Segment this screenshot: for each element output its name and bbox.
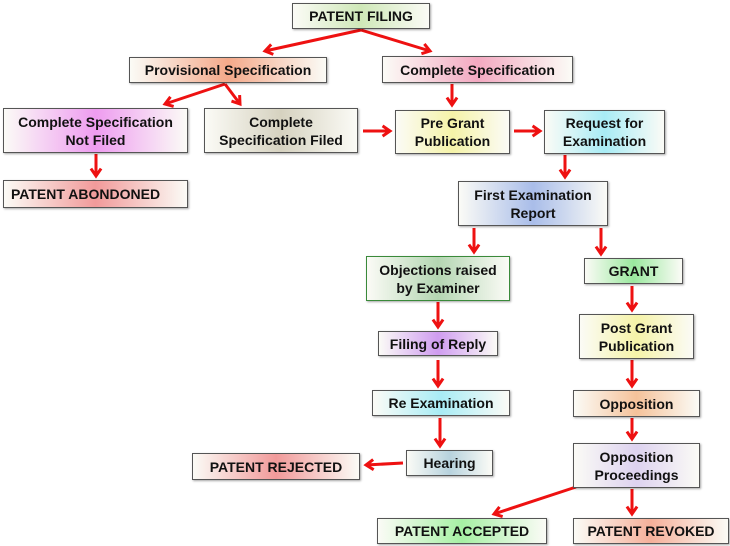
arrow-grant-to-post_grant	[625, 286, 639, 313]
node-filing-of-reply: Filing of Reply	[378, 331, 498, 356]
arrow-provisional-to-filed	[223, 83, 242, 107]
arrow-fer-to-grant	[594, 228, 608, 257]
node-patent-filing: PATENT FILING	[292, 3, 430, 29]
arrowhead-icon	[467, 243, 481, 255]
arrow-fer-to-objections	[467, 228, 481, 255]
arrow-re_exam-to-hearing	[433, 418, 447, 449]
node-opposition: Opposition	[573, 390, 700, 417]
arrow-opposition-to-proceedings	[625, 418, 639, 442]
node-re-examination: Re Examination	[372, 390, 510, 416]
arrowhead-icon	[230, 94, 242, 107]
arrowhead-icon	[625, 377, 639, 389]
node-post-grant-publication: Post Grant Publication	[579, 314, 694, 359]
arrowhead-icon	[431, 318, 445, 330]
node-request-for-examination: Request for Examination	[544, 110, 665, 154]
arrowhead-icon	[420, 43, 433, 56]
arrowhead-icon	[431, 377, 445, 389]
arrowhead-icon	[594, 245, 608, 257]
node-complete-specification-not-filed: Complete Specification Not Filed	[3, 108, 188, 153]
arrow-post_grant-to-opposition	[625, 360, 639, 389]
node-grant: GRANT	[584, 258, 683, 284]
arrow-filing-to-provisional	[262, 28, 362, 56]
arrowhead-icon	[381, 124, 393, 138]
arrowhead-icon	[433, 437, 447, 449]
arrow-line	[164, 82, 226, 106]
node-patent-accepted: PATENT ACCEPTED	[377, 518, 547, 544]
node-opposition-proceedings: Opposition Proceedings	[573, 443, 700, 488]
arrowhead-icon	[162, 95, 175, 108]
arrow-reply-to-re_exam	[431, 360, 445, 389]
arrowhead-icon	[625, 430, 639, 442]
node-patent-revoked: PATENT REVOKED	[573, 518, 729, 544]
node-hearing: Hearing	[406, 450, 493, 476]
arrow-provisional-to-not_filed	[162, 82, 226, 108]
node-objections-raised: Objections raised by Examiner	[366, 256, 510, 301]
arrowhead-icon	[262, 43, 274, 56]
arrowhead-icon	[558, 168, 572, 180]
arrow-line	[365, 461, 404, 467]
arrow-objections-to-reply	[431, 302, 445, 330]
arrow-proceedings-to-accepted	[491, 485, 577, 518]
arrowhead-icon	[625, 301, 639, 313]
arrow-hearing-to-rejected	[363, 458, 404, 471]
node-pre-grant-publication: Pre Grant Publication	[395, 110, 510, 154]
arrow-filed-to-pre_grant	[363, 124, 393, 138]
arrow-line	[493, 485, 577, 516]
arrow-line	[264, 28, 362, 53]
arrowhead-icon	[363, 458, 375, 471]
node-complete-specification: Complete Specification	[382, 56, 573, 83]
arrow-proceedings-to-revoked	[625, 489, 639, 517]
arrow-complete-to-pre_grant	[445, 84, 459, 108]
arrow-line	[223, 83, 242, 105]
arrow-not_filed-to-abondoned	[89, 154, 103, 179]
node-complete-specification-filed: Complete Specification Filed	[204, 108, 358, 153]
node-patent-abondoned: PATENT ABONDONED	[3, 180, 188, 208]
node-patent-rejected: PATENT REJECTED	[192, 453, 360, 480]
arrowhead-icon	[491, 505, 504, 518]
arrowhead-icon	[625, 505, 639, 517]
arrow-pre_grant-to-request	[514, 124, 543, 138]
arrow-request-to-fer	[558, 155, 572, 180]
node-first-examination-report: First Examination Report	[458, 181, 608, 226]
arrow-line	[360, 28, 431, 53]
node-provisional-specification: Provisional Specification	[129, 57, 327, 83]
arrowhead-icon	[445, 96, 459, 108]
arrowhead-icon	[89, 167, 103, 179]
arrow-filing-to-complete	[360, 28, 433, 56]
arrowhead-icon	[531, 124, 543, 138]
